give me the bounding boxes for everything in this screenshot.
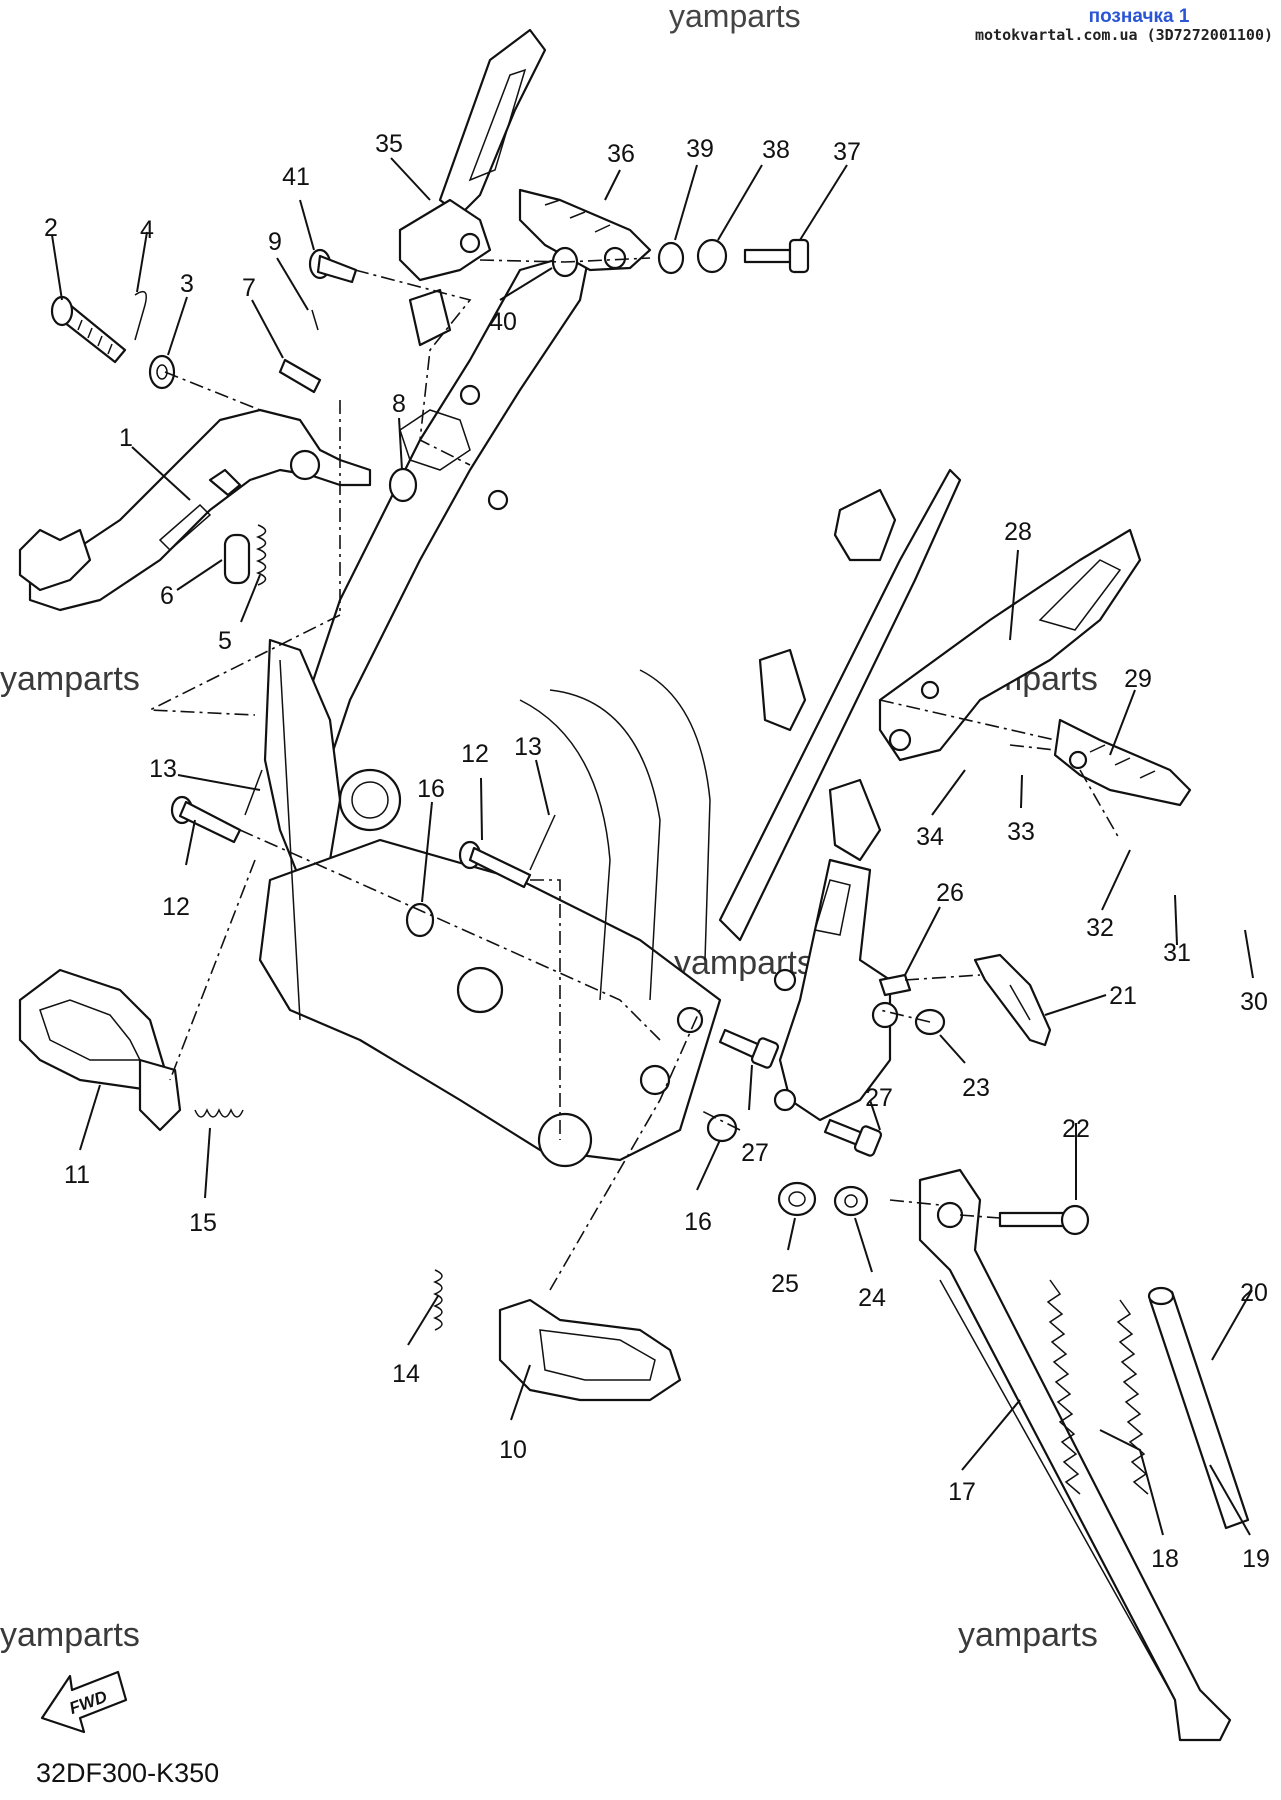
rear-frame-rail <box>718 468 962 942</box>
part-label: 8 <box>392 390 406 418</box>
pin-13-center <box>529 814 556 871</box>
part-label: 12 <box>461 740 489 768</box>
spring-cover-20 <box>1147 1286 1250 1530</box>
frame <box>258 248 722 1168</box>
spring-15 <box>194 1108 244 1118</box>
spring-18 <box>1046 1279 1081 1495</box>
spring-5 <box>255 524 267 586</box>
part-label: 2 <box>44 214 58 242</box>
bolt-27-lower <box>823 1118 883 1157</box>
bolt-12-left <box>170 795 242 844</box>
collar-16-upper <box>405 902 435 938</box>
washer-24 <box>833 1185 869 1217</box>
footrest-10 <box>498 1298 682 1402</box>
part-label: 16 <box>417 775 445 803</box>
part-label: 18 <box>1151 1545 1179 1573</box>
nut-38 <box>696 238 728 274</box>
part-label: 1 <box>119 424 133 452</box>
part-label: 38 <box>762 136 790 164</box>
spring-19 <box>1116 1299 1149 1495</box>
cotter-pin-4 <box>134 290 147 341</box>
part-label: 16 <box>684 1208 712 1236</box>
sidestand-switch <box>973 953 1052 1047</box>
part-label: 27 <box>865 1084 893 1112</box>
header-watermark: yamparts <box>669 0 801 34</box>
front-footrest-bracket <box>398 28 547 347</box>
part-label: 39 <box>686 135 714 163</box>
part-label: 19 <box>1242 1545 1270 1573</box>
part-label: 30 <box>1240 988 1268 1016</box>
bolt-12-center <box>458 840 532 889</box>
watermark: yamparts <box>0 1616 140 1654</box>
bolt-37 <box>743 238 810 274</box>
rear-footrest-bracket <box>878 528 1142 762</box>
brake-pedal <box>18 408 372 612</box>
washer-8 <box>388 467 418 503</box>
part-label: 11 <box>64 1161 90 1189</box>
watermark: yamparts <box>0 660 140 698</box>
part-label: 4 <box>140 216 154 244</box>
fwd-arrow-icon: FWD <box>40 1670 128 1734</box>
part-label: 12 <box>162 893 190 921</box>
part-label: 7 <box>242 274 256 302</box>
part-label: 6 <box>160 582 174 610</box>
part-label: 3 <box>180 270 194 298</box>
source-reference: motokvartal.com.ua (3D7272001100) <box>974 26 1273 44</box>
washer-39 <box>657 241 685 275</box>
diagram-code: 32DF300-K350 <box>36 1758 220 1788</box>
bolt-41 <box>308 248 358 284</box>
part-label: 29 <box>1124 665 1152 693</box>
part-label: 26 <box>936 879 964 907</box>
bolt-22 <box>998 1204 1090 1236</box>
pin-13-left <box>244 769 263 816</box>
part-label: 31 <box>1163 939 1191 967</box>
washer-3 <box>148 354 176 390</box>
part-label: 41 <box>282 163 310 191</box>
front-footrest <box>518 188 652 272</box>
part-label: 22 <box>1062 1115 1090 1143</box>
pin-7 <box>278 358 322 394</box>
part-label: 14 <box>392 1360 420 1388</box>
part-label: 34 <box>916 823 944 851</box>
part-label: 28 <box>1004 518 1032 546</box>
part-label: 35 <box>375 130 403 158</box>
part-label: 23 <box>962 1074 990 1102</box>
part-label: 5 <box>218 627 232 655</box>
footrest-11 <box>18 968 182 1132</box>
part-label: 40 <box>489 308 517 336</box>
header-badge[interactable]: позначка 1 <box>1088 6 1190 27</box>
part-label: 24 <box>858 1284 886 1312</box>
nut-25 <box>777 1181 817 1217</box>
part-label: 10 <box>499 1436 527 1464</box>
part-label: 21 <box>1109 982 1137 1010</box>
assembly-lines <box>146 257 1121 1291</box>
pin-26 <box>878 973 912 997</box>
collar-16-lower <box>706 1113 738 1143</box>
part-label: 15 <box>189 1209 217 1237</box>
leader-lines <box>51 157 1254 1536</box>
part-label: 36 <box>607 140 635 168</box>
sidestand-bracket <box>773 858 899 1122</box>
bolt-27-upper <box>718 1028 780 1069</box>
cotter-pin-9 <box>311 309 319 331</box>
pivot-bolt <box>50 295 127 364</box>
part-label: 17 <box>948 1478 976 1506</box>
part-label: 13 <box>514 733 542 761</box>
part-labels: 1 2 3 4 5 6 7 8 9 10 11 12 12 13 13 14 1… <box>44 130 1270 1573</box>
part-label: 20 <box>1240 1279 1268 1307</box>
collar-6 <box>223 533 251 585</box>
part-label: 33 <box>1007 818 1035 846</box>
part-label: 9 <box>268 228 282 256</box>
part-label: 32 <box>1086 914 1114 942</box>
watermark: yamparts <box>958 1616 1098 1654</box>
part-label: 25 <box>771 1270 799 1298</box>
rear-footrest <box>1053 718 1192 807</box>
part-label: 27 <box>741 1139 769 1167</box>
part-label: 37 <box>833 138 861 166</box>
part-label: 13 <box>149 755 177 783</box>
spring-14 <box>433 1269 443 1331</box>
